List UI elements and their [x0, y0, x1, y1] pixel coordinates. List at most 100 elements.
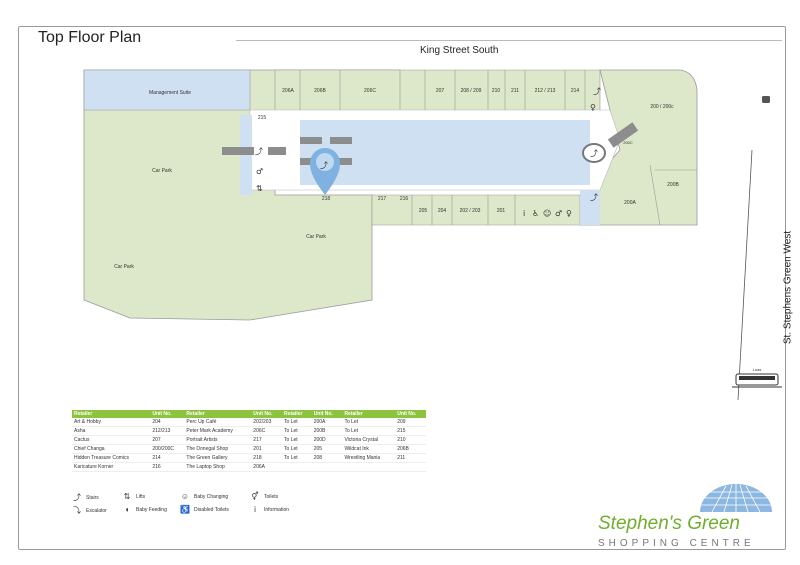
toilets-icon: ⚥	[251, 492, 259, 501]
escalator-icon: ⤵	[73, 506, 81, 515]
unit-212: 212 / 213	[535, 88, 556, 94]
cell	[395, 462, 426, 472]
tram-label: Luas	[753, 367, 762, 372]
legend-label: Baby Changing	[194, 493, 229, 500]
top-shop-dividers	[299, 70, 697, 226]
unit-205: 205	[419, 208, 428, 214]
toilets-icon: ♂	[256, 167, 263, 176]
map-legend: ⤴Stairs ⤵Escalator ⇅Lifts ◖Baby Feeding …	[72, 492, 332, 522]
cell: 207	[150, 435, 185, 445]
cell: 206C	[251, 426, 283, 436]
header-cell: Unit No.	[150, 410, 185, 418]
cell: To Let	[342, 418, 396, 427]
cell: 206B	[395, 444, 426, 454]
cell	[282, 462, 312, 472]
information-icon: i	[254, 505, 256, 514]
cell: Cactus	[72, 435, 151, 445]
legend-toilets: ⚥ Toilets	[250, 492, 278, 501]
cell: 210	[395, 435, 426, 445]
cell: 211	[395, 453, 426, 463]
cell: Victoria Crystal	[342, 435, 396, 445]
cell: 206A	[251, 462, 283, 472]
unit-208: 208 / 209	[461, 88, 482, 94]
lifts-icon: ⇅	[256, 184, 263, 193]
lower-passage	[580, 190, 600, 225]
cell: Asha	[72, 426, 151, 436]
cell: To Let	[282, 444, 312, 454]
unit-214: 214	[571, 88, 580, 94]
escalator-icon: ⤴	[255, 146, 263, 156]
logo-subtitle: SHOPPING CENTRE	[598, 538, 755, 549]
cell: Perc Up Café	[184, 418, 252, 427]
legend-label: Baby Feeding	[136, 506, 167, 513]
cell: To Let	[342, 426, 396, 436]
legend-baby-feeding: ◖Baby Feeding	[122, 505, 167, 514]
header-cell: Unit No.	[311, 410, 343, 418]
unit-210: 210	[492, 88, 501, 94]
cell: 200B	[311, 426, 343, 436]
cell: To Let	[282, 453, 312, 463]
unit-200a: 200A	[624, 200, 636, 206]
cell: Hidden Treasure Comics	[72, 453, 151, 463]
unit-202: 202 / 203	[460, 208, 481, 214]
legend-baby-changing: ☺Baby Changing	[180, 492, 228, 501]
unit-218: 218	[322, 196, 331, 202]
cell: Chief Changa	[72, 444, 151, 454]
stairs-icon: ⤴	[73, 493, 81, 502]
cell: The Donegal Shop	[184, 444, 252, 454]
legend-label: Toilets	[264, 493, 279, 500]
cell: 218	[251, 453, 283, 463]
cell: 215	[395, 426, 426, 436]
lifts-icon: ⇅	[123, 492, 131, 501]
header-cell: Retailer	[342, 410, 396, 418]
cell: 200D	[311, 435, 343, 445]
unit-207: 207	[436, 88, 445, 94]
cell: The Laptop Shop	[184, 462, 252, 472]
retailer-directory: Retailer Unit No. Retailer Unit No. Reta…	[72, 410, 426, 472]
legend-information: i Information	[250, 505, 289, 514]
street-label-king-street: King Street South	[420, 45, 499, 56]
cell: Art & Hobby	[72, 418, 151, 427]
unit-217: 217	[378, 196, 387, 202]
cell: 217	[251, 435, 283, 445]
directory-header-row: Retailer Unit No. Retailer Unit No. Reta…	[72, 410, 426, 418]
dome-logo-icon	[700, 484, 772, 513]
cell: Portrait Artists	[184, 435, 252, 445]
cell: 209	[395, 418, 426, 427]
cell: 201	[251, 444, 283, 454]
unit-201: 201	[497, 208, 506, 214]
header-cell: Retailer	[184, 410, 252, 418]
escalator-icon: ⤴	[320, 160, 328, 170]
cell	[311, 462, 343, 472]
stairs-icon: ⤴	[590, 148, 598, 158]
legend-lifts: ⇅Lifts	[122, 492, 146, 501]
legend-label: Information	[264, 506, 290, 513]
toilets-icon: ♀	[566, 209, 572, 218]
cell	[342, 462, 396, 472]
cell: 205	[311, 444, 343, 454]
cell: To Let	[282, 418, 312, 427]
header-cell: Unit No.	[251, 410, 283, 418]
legend-label: Disabled Toilets	[194, 506, 229, 513]
cell: 216	[150, 462, 185, 472]
unit-206c: 206C	[364, 88, 376, 94]
legend-label: Stairs	[86, 494, 99, 501]
pin-center	[316, 153, 334, 171]
cell: To Let	[282, 426, 312, 436]
cell: Wildcat Ink	[342, 444, 396, 454]
atrium-void	[300, 120, 590, 185]
legend-disabled-toilets: ♿Disabled Toilets	[180, 505, 229, 514]
unit-200b: 200B	[667, 182, 679, 188]
unit-215: 215	[258, 115, 267, 121]
baby-changing-icon: ☺	[543, 209, 551, 218]
logo-name: Stephen's Green	[598, 513, 740, 534]
tram-icon	[732, 373, 782, 388]
label-car-park-3: Car Park	[114, 264, 134, 270]
legend-label: Escalator	[86, 507, 107, 514]
toilets-icon: ♀	[590, 103, 596, 112]
